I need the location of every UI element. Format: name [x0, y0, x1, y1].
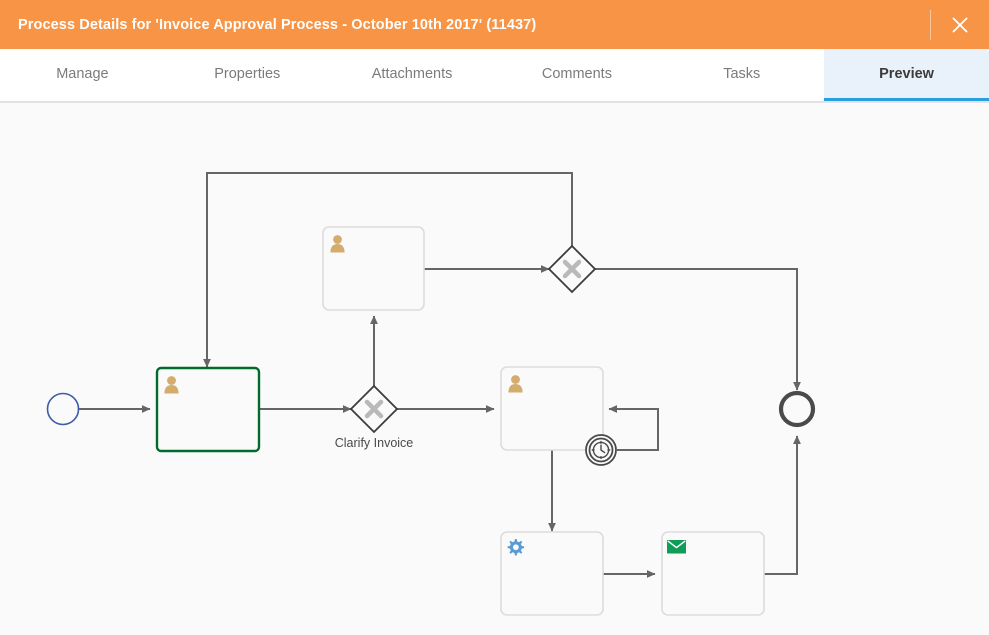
tab-preview-label: Preview	[879, 65, 934, 82]
clock-ticks	[591, 440, 611, 460]
tab-manage[interactable]: Manage	[0, 49, 165, 101]
node-start-event[interactable]	[46, 392, 80, 426]
circle-thick-icon	[778, 390, 816, 428]
tab-properties[interactable]: Properties	[164, 49, 330, 101]
gateway-x-mark	[364, 399, 384, 419]
clock-hands	[600, 444, 606, 454]
gateway-x-mark	[562, 259, 582, 279]
tab-manage-label: Manage	[56, 65, 109, 82]
node-user-task-review[interactable]	[155, 366, 261, 453]
task-shape	[661, 531, 765, 616]
page-title: Process Details for 'Invoice Approval Pr…	[18, 16, 537, 33]
tab-properties-label: Properties	[214, 65, 281, 82]
user-icon	[508, 375, 523, 393]
tab-attachments[interactable]: Attachments	[329, 49, 495, 101]
node-gateway-clarify[interactable]: Clarify Invoice	[335, 384, 414, 450]
close-button[interactable]	[931, 0, 989, 49]
tab-comments[interactable]: Comments	[494, 49, 660, 101]
task-shape	[500, 366, 604, 451]
tab-preview[interactable]: Preview	[824, 49, 989, 101]
node-send-task[interactable]	[661, 531, 765, 616]
task-shape	[155, 366, 261, 453]
node-user-task-clarify[interactable]	[322, 226, 425, 311]
circle-icon	[46, 392, 80, 426]
node-user-task-approve[interactable]	[500, 366, 604, 451]
flow-send-to-end	[764, 435, 801, 575]
tab-tasks[interactable]: Tasks	[659, 49, 825, 101]
user-icon	[164, 376, 179, 394]
gateway-clarify-label: Clarify Invoice	[335, 436, 414, 450]
task-shape	[500, 531, 604, 616]
task-shape	[322, 226, 425, 311]
bpmn-diagram-svg: Clarify Invoice	[46, 172, 816, 616]
node-end-event[interactable]	[778, 390, 816, 428]
flow-merge-gw-to-end	[595, 268, 801, 391]
close-icon	[952, 17, 968, 32]
flow-merge-gw-to-review	[203, 172, 573, 368]
tab-tasks-label: Tasks	[723, 65, 761, 82]
node-service-task[interactable]	[500, 531, 604, 616]
user-icon	[330, 235, 345, 253]
boundary-inner-ring	[588, 437, 614, 463]
bpmn-diagram-canvas[interactable]: Clarify Invoice	[0, 102, 989, 635]
tab-comments-label: Comments	[541, 65, 612, 82]
flow-timer-loopback	[608, 405, 659, 451]
node-timer-boundary-event[interactable]	[585, 434, 617, 466]
titlebar-actions	[930, 0, 989, 49]
titlebar-divider	[930, 9, 931, 40]
modal-titlebar: Process Details for 'Invoice Approval Pr…	[0, 0, 989, 49]
envelope-icon	[667, 540, 686, 554]
tab-attachments-label: Attachments	[371, 65, 453, 82]
gear-icon	[507, 539, 525, 556]
node-gateway-merge[interactable]	[547, 244, 597, 294]
tab-bar: Manage Properties Attachments Comments T…	[0, 49, 989, 102]
